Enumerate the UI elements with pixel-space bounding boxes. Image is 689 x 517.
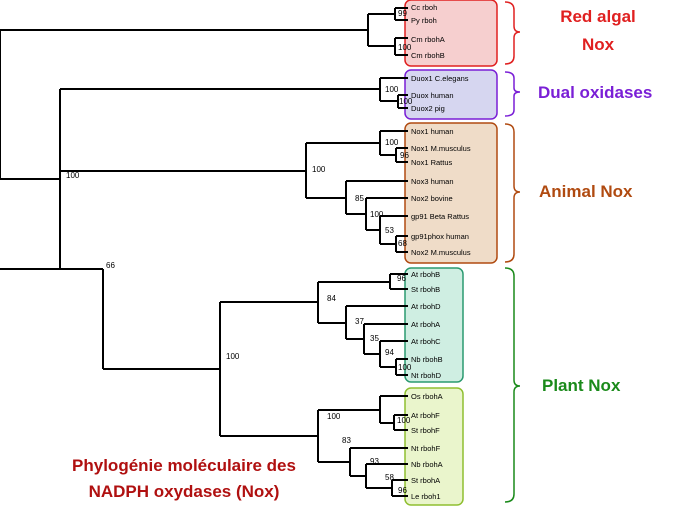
leaf-label: At rbohA [411, 320, 440, 329]
plant-nox-bracket [504, 267, 521, 503]
red-algal-label: Red algal [560, 7, 636, 26]
bootstrap-value: 100 [399, 97, 413, 106]
bootstrap-value: 35 [370, 334, 379, 343]
bootstrap-value: 96 [397, 274, 406, 283]
leaf-labels: Cc rboh Py rboh Cm rbohA Cm rbohB Duox1 … [411, 3, 471, 501]
bootstrap-value: 93 [370, 457, 379, 466]
animal-nox-bracket [504, 123, 521, 263]
tree-branches [0, 7, 408, 497]
leaf-label: Nox3 human [411, 177, 454, 186]
bootstrap-value: 100 [398, 43, 412, 52]
leaf-label: Nox1 human [411, 127, 454, 136]
leaf-label: Nt rbohF [411, 444, 441, 453]
bootstrap-value: 83 [342, 436, 351, 445]
figure-title-line2: NADPH oxydases (Nox) [89, 482, 280, 501]
bootstrap-value: 94 [385, 348, 394, 357]
animal-nox-label: Animal Nox [539, 182, 633, 201]
red-algal-box [404, 0, 498, 67]
leaf-label: Duox human [411, 91, 454, 100]
bootstrap-value: 96 [398, 486, 407, 495]
leaf-label: Nt rbohD [411, 371, 442, 380]
leaf-label: Nox1 Rattus [411, 158, 453, 167]
leaf-label: Cc rboh [411, 3, 437, 12]
bootstrap-value: 66 [106, 261, 115, 270]
bootstrap-value: 100 [397, 416, 411, 425]
leaf-label: Nb rbohA [411, 460, 443, 469]
leaf-label: Os rbohA [411, 392, 443, 401]
bootstrap-value: 53 [385, 226, 394, 235]
red-algal-label-line2: Nox [582, 35, 615, 54]
leaf-label: Duox2 pig [411, 104, 445, 113]
bootstrap-value: 85 [355, 194, 364, 203]
bootstrap-value: 100 [398, 363, 412, 372]
leaf-label: Nox1 M.musculus [411, 144, 471, 153]
leaf-label: Duox1 C.elegans [411, 74, 469, 83]
bootstrap-value: 37 [355, 317, 364, 326]
bootstrap-value: 96 [400, 151, 409, 160]
leaf-label: Nox2 bovine [411, 194, 453, 203]
bootstrap-value: 100 [226, 352, 240, 361]
plant-nox-box-b [404, 387, 464, 506]
bootstrap-value: 100 [385, 138, 399, 147]
leaf-label: Cm rbohA [411, 35, 445, 44]
leaf-label: Cm rbohB [411, 51, 445, 60]
bootstrap-value: 58 [385, 473, 394, 482]
leaf-label: Py rboh [411, 16, 437, 25]
animal-nox-box [404, 122, 498, 264]
leaf-label: St rbohF [411, 426, 440, 435]
leaf-label: St rbohB [411, 285, 440, 294]
plant-nox-label: Plant Nox [542, 376, 621, 395]
bootstrap-value: 100 [312, 165, 326, 174]
bootstrap-value: 100 [385, 85, 399, 94]
leaf-label: gp91phox human [411, 232, 469, 241]
leaf-label: At rbohD [411, 302, 441, 311]
figure-title: Phylogénie moléculaire des [72, 456, 296, 475]
bootstrap-values: 100 66 100 99 100 100 100 100 100 96 85 … [66, 9, 413, 495]
bootstrap-value: 100 [370, 210, 384, 219]
bootstrap-value: 84 [327, 294, 336, 303]
red-algal-bracket [504, 1, 521, 65]
bootstrap-value: 100 [327, 412, 341, 421]
leaf-label: At rbohC [411, 337, 441, 346]
leaf-label: Le rboh1 [411, 492, 441, 501]
bootstrap-value: 100 [66, 171, 80, 180]
dual-oxidases-label: Dual oxidases [538, 83, 652, 102]
leaf-label: gp91 Beta Rattus [411, 212, 469, 221]
leaf-label: At rbohB [411, 270, 440, 279]
leaf-label: Nb rbohB [411, 355, 443, 364]
bootstrap-value: 68 [398, 239, 407, 248]
leaf-label: St rbohA [411, 476, 440, 485]
leaf-label: At rbohF [411, 411, 440, 420]
bootstrap-value: 99 [398, 9, 407, 18]
dual-oxidases-bracket [504, 71, 521, 117]
leaf-label: Nox2 M.musculus [411, 248, 471, 257]
group-brackets [504, 1, 521, 503]
